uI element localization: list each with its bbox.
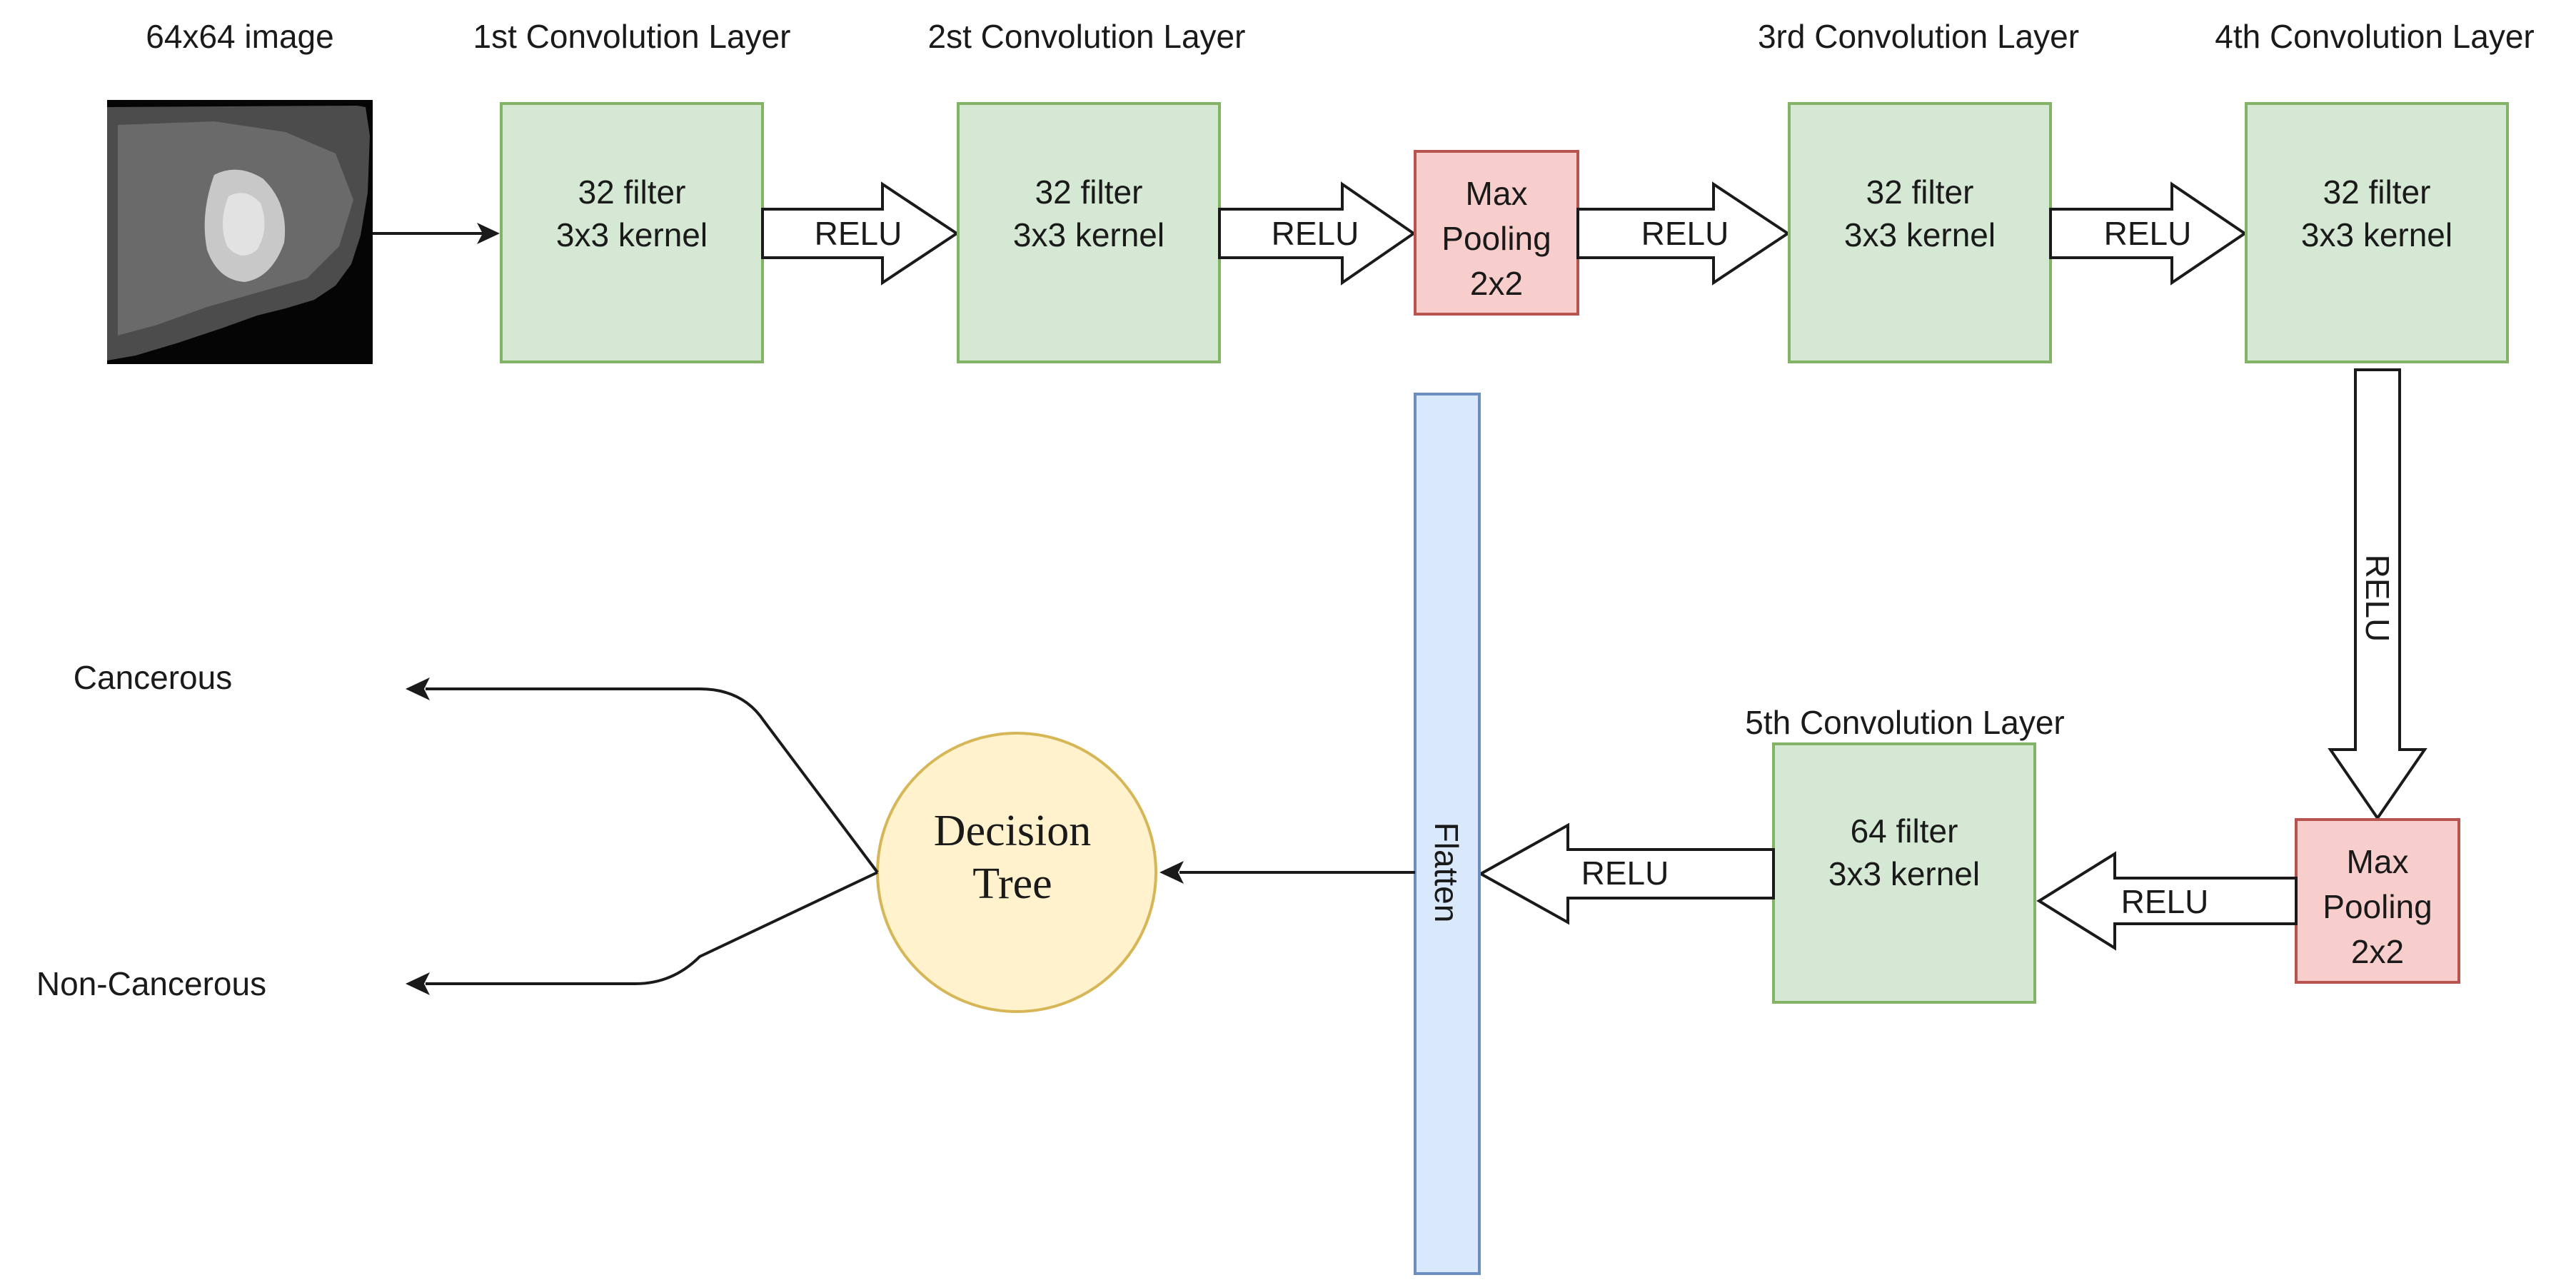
arrowhead-tree — [1159, 861, 1184, 884]
conv1-box — [500, 102, 764, 363]
flatten-label: Flatten — [1428, 822, 1465, 923]
conv3-filters: 32 filter — [1866, 173, 1974, 211]
conv1-title: 1st Convolution Layer — [473, 18, 791, 55]
relu-label-2: RELU — [1272, 215, 1359, 252]
pool2-line3: 2x2 — [2351, 933, 2404, 970]
conv2-kernel: 3x3 kernel — [1013, 216, 1164, 253]
pool1-line3: 2x2 — [1470, 265, 1523, 302]
pool1-line2: Pooling — [1442, 220, 1551, 257]
conv4-title: 4th Convolution Layer — [2215, 18, 2535, 55]
relu-label-6: RELU — [2121, 883, 2209, 920]
conv4-box — [2245, 102, 2509, 363]
relu-arrow-7 — [1477, 822, 1775, 925]
relu-arrow-6 — [2036, 851, 2298, 951]
conv2-filters: 32 filter — [1035, 173, 1143, 211]
conv1-filters: 32 filter — [578, 173, 686, 211]
conv2-box — [957, 102, 1221, 363]
relu-arrow-1 — [761, 181, 960, 286]
relu-arrow-5 — [2328, 368, 2427, 821]
relu-label-1: RELU — [815, 215, 902, 252]
arrowhead-cancerous — [406, 677, 430, 700]
connector-tree-to-non-cancerous — [426, 871, 878, 985]
conv5-title: 5th Convolution Layer — [1745, 704, 2065, 741]
conv3-kernel: 3x3 kernel — [1844, 216, 1996, 253]
input-image-thumbnail — [107, 100, 373, 364]
conv3-title: 3rd Convolution Layer — [1758, 18, 2079, 55]
pool2-box — [2295, 818, 2460, 984]
relu-label-4: RELU — [2104, 215, 2192, 252]
conv2-title: 2st Convolution Layer — [928, 18, 1246, 55]
pool2-line2: Pooling — [2323, 888, 2432, 925]
connector-tree-to-cancerous — [426, 687, 879, 874]
arrowhead-non-cancerous — [406, 972, 430, 995]
conv5-filters: 64 filter — [1851, 812, 1958, 850]
output-cancerous-label: Cancerous — [74, 659, 232, 696]
flatten-bar — [1414, 393, 1481, 1275]
relu-arrow-3 — [1576, 181, 1791, 286]
conv4-filters: 32 filter — [2323, 173, 2431, 211]
decision-tree-line1: Decision — [934, 807, 1091, 855]
output-non-cancerous-label: Non-Cancerous — [36, 965, 266, 1002]
conv5-kernel: 3x3 kernel — [1828, 855, 1980, 892]
relu-arrow-2 — [1218, 181, 1417, 286]
relu-label-7: RELU — [1581, 855, 1669, 892]
conv5-box — [1772, 742, 2036, 1004]
relu-arrow-4 — [2049, 181, 2248, 286]
arrowhead-conv1 — [477, 223, 500, 244]
pool1-line1: Max — [1466, 175, 1528, 212]
input-image-label: 64x64 image — [146, 18, 333, 55]
conv4-kernel: 3x3 kernel — [2301, 216, 2452, 253]
relu-label-5: RELU — [2359, 555, 2396, 642]
conv3-box — [1788, 102, 2052, 363]
pool1-box — [1414, 150, 1579, 316]
conv1-kernel: 3x3 kernel — [556, 216, 708, 253]
decision-tree-line2: Tree — [972, 860, 1052, 908]
pool2-line1: Max — [2347, 843, 2409, 880]
relu-label-3: RELU — [1641, 215, 1729, 252]
